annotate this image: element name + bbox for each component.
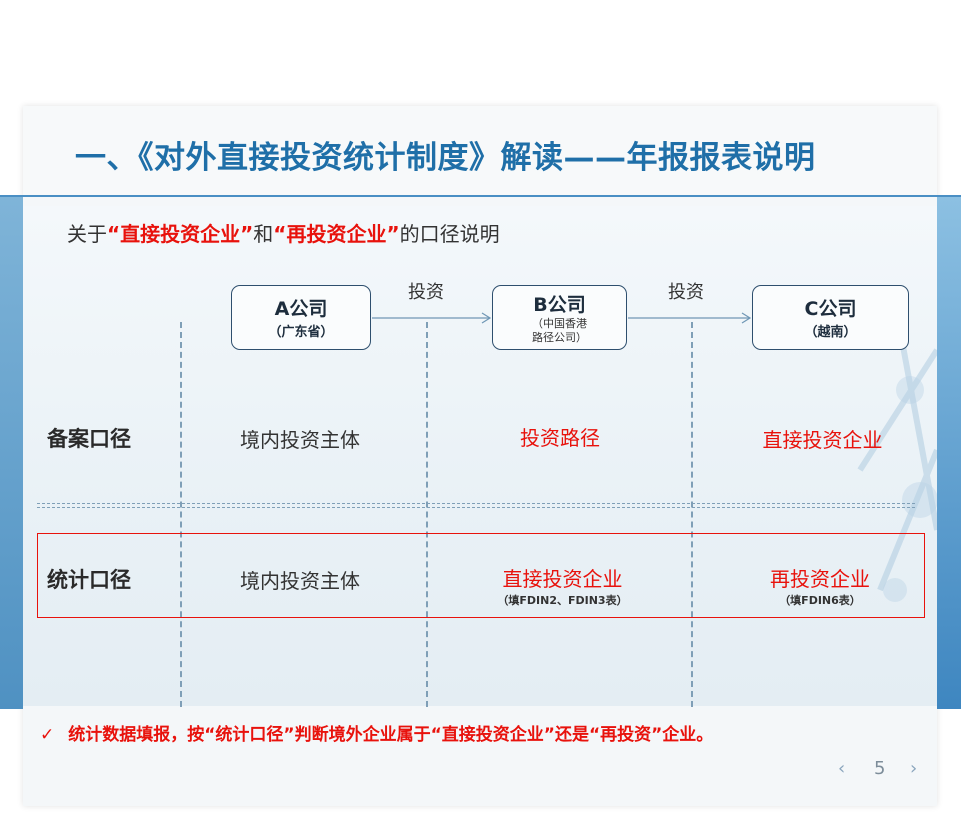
- company-b-box: B公司 （中国香港 路径公司）: [492, 285, 627, 350]
- title-bar: [23, 106, 937, 196]
- prev-page-icon[interactable]: ‹: [838, 758, 846, 779]
- check-icon: ✓: [40, 725, 55, 745]
- conclusion-text: 统计数据填报，按“统计口径”判断境外企业属于“直接投资企业”还是“再投资”企业。: [68, 725, 714, 745]
- stats-cell-reinvest: 再投资企业: [770, 567, 870, 591]
- company-b-name: B公司: [533, 294, 586, 316]
- arrow-label-invest-2: 投资: [668, 282, 704, 303]
- stats-cell-domestic: 境内投资主体: [240, 569, 360, 593]
- filing-cell-direct: 直接投资企业: [762, 428, 883, 452]
- left-decor-band: [0, 197, 23, 709]
- right-decor-band: [937, 197, 961, 709]
- company-c-location: （越南）: [804, 325, 857, 340]
- stats-cell-direct: 直接投资企业: [502, 567, 623, 591]
- company-b-location-line1: （中国香港: [532, 317, 587, 330]
- page-number: 5: [874, 758, 886, 779]
- subtitle-pre: 关于: [67, 222, 107, 246]
- molecule-decor-image: [857, 330, 937, 602]
- company-a-box: A公司 （广东省）: [231, 285, 371, 350]
- subtitle-term-reinvest: “再投资企业”: [273, 222, 400, 246]
- company-c-name: C公司: [804, 298, 857, 320]
- arrow-label-invest-1: 投资: [408, 282, 444, 303]
- column-divider-1: [180, 322, 182, 707]
- subtitle-term-direct: “直接投资企业”: [107, 222, 254, 246]
- content-panel: [23, 206, 937, 706]
- company-a-name: A公司: [274, 298, 328, 320]
- subtitle-post: 的口径说明: [399, 222, 500, 246]
- filing-cell-domestic: 境内投资主体: [240, 428, 360, 452]
- title-divider: [0, 195, 961, 197]
- row-divider-1: [37, 503, 915, 504]
- next-page-icon[interactable]: ›: [910, 758, 918, 779]
- section-subtitle: 关于“直接投资企业”和“再投资企业”的口径说明: [67, 218, 500, 247]
- statistics-row-highlight: [37, 533, 925, 618]
- conclusion-note: ✓ 统计数据填报，按“统计口径”判断境外企业属于“直接投资企业”还是“再投资”企业…: [40, 720, 713, 745]
- column-divider-3: [691, 322, 693, 707]
- column-divider-2: [426, 322, 428, 707]
- stats-note-reinvest: （填FDIN6表）: [779, 594, 861, 607]
- row-divider-2: [37, 507, 915, 508]
- row-label-statistics: 统计口径: [47, 568, 131, 592]
- company-a-location: （广东省）: [268, 325, 334, 340]
- filing-cell-path: 投资路径: [520, 426, 600, 450]
- subtitle-mid: 和: [253, 222, 274, 246]
- page-title: 一、《对外直接投资统计制度》解读——年报报表说明: [75, 140, 816, 176]
- stats-note-direct: （填FDIN2、FDIN3表）: [497, 594, 628, 607]
- row-label-filing: 备案口径: [47, 427, 131, 451]
- company-b-location-line2: 路径公司）: [532, 331, 587, 344]
- company-c-box: C公司 （越南）: [752, 285, 909, 350]
